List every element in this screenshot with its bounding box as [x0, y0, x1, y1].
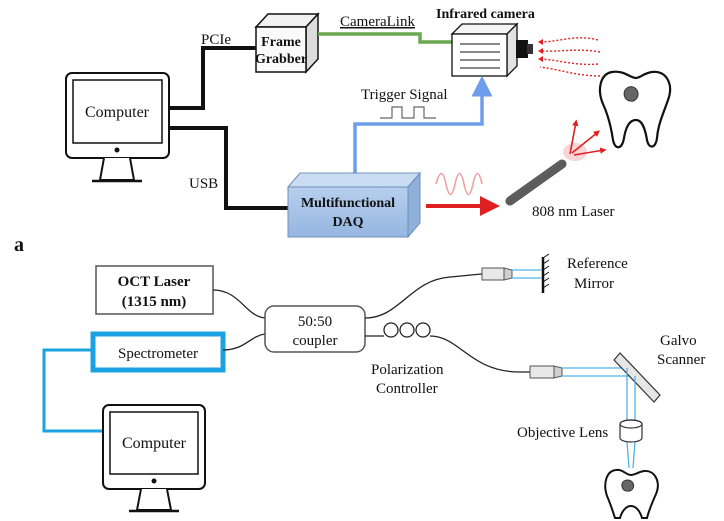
computer-a-label: Computer: [85, 104, 150, 121]
spectrometer-box: [90, 331, 226, 373]
panel-b: OCT Laser (1315 nm) Spectrometer Compute…: [42, 253, 705, 519]
spectrometer-cable: [42, 348, 104, 433]
galvo-scanner-icon: [613, 352, 661, 403]
trigger-signal-label: Trigger Signal: [361, 87, 448, 103]
panel-a: Computer PCIe USB Frame Grabber CameraLi…: [14, 7, 672, 256]
sample-beam-vertical: [626, 368, 636, 469]
usb-cable: [169, 126, 288, 210]
reference-mirror-label-line1: Reference: [567, 256, 628, 272]
galvo-scanner-label-line2: Scanner: [657, 352, 705, 368]
tooth-b-icon: [604, 468, 659, 519]
reference-mirror-icon: [541, 253, 550, 293]
coupler-box: [264, 305, 366, 353]
sample-beam-horizontal: [562, 367, 635, 377]
oct-laser-label-line2: (1315 nm): [122, 294, 187, 310]
infrared-camera-label: Infrared camera: [436, 7, 535, 22]
polarization-controller-icon: [383, 322, 431, 338]
cameralink-cable: [318, 32, 452, 44]
fiber-reference-arm: [364, 273, 483, 319]
pcie-cable: [169, 46, 256, 110]
coupler-label-line1: 50:50: [298, 314, 332, 330]
infrared-camera-icon: [450, 22, 533, 78]
daq-box: [286, 171, 422, 239]
pcie-label: PCIe: [201, 32, 231, 48]
laser-wave-icon: [435, 172, 483, 196]
frame-grabber-label-line1: Frame: [261, 35, 301, 50]
laser-808-rod-icon: [505, 159, 567, 206]
computer-b-icon: [102, 404, 206, 513]
cameralink-label: CameraLink: [340, 14, 415, 30]
fiber-laser-to-coupler: [212, 289, 266, 319]
usb-label: USB: [189, 176, 218, 192]
oct-laser-label-line1: OCT Laser: [118, 274, 191, 290]
fiber-spectrometer-to-coupler: [222, 333, 266, 351]
reference-mirror-label-line2: Mirror: [574, 276, 614, 292]
computer-b-label: Computer: [122, 435, 187, 452]
fiber-sample-arm: [365, 335, 530, 373]
polarization-controller-label-line1: Polarization: [371, 362, 444, 378]
galvo-scanner-label-line1: Galvo: [660, 333, 697, 349]
sample-collimator-icon: [529, 365, 563, 379]
infrared-emission-arrows: [538, 37, 601, 77]
daq-label-line1: Multifunctional: [301, 196, 395, 211]
trigger-pulse-icon: [380, 106, 436, 119]
reference-collimator-icon: [481, 267, 513, 281]
laser-808-label: 808 nm Laser: [532, 204, 614, 220]
tooth-a-icon: [598, 70, 672, 149]
spectrometer-label: Spectrometer: [118, 346, 198, 362]
trigger-signal-line: [353, 75, 493, 173]
oct-laser-box: [95, 265, 214, 315]
laser-output-arrows: [563, 119, 607, 161]
frame-grabber-label-line2: Grabber: [255, 52, 307, 67]
reference-beam: [512, 269, 542, 279]
coupler-label-line2: coupler: [293, 333, 338, 349]
objective-lens-label: Objective Lens: [517, 425, 608, 441]
frame-grabber-box: [254, 12, 320, 74]
daq-label-line2: DAQ: [332, 215, 363, 230]
polarization-controller-label-line2: Controller: [376, 381, 438, 397]
computer-a-icon: [65, 72, 170, 183]
panel-a-letter: a: [14, 234, 24, 256]
objective-lens-icon: [619, 419, 643, 443]
